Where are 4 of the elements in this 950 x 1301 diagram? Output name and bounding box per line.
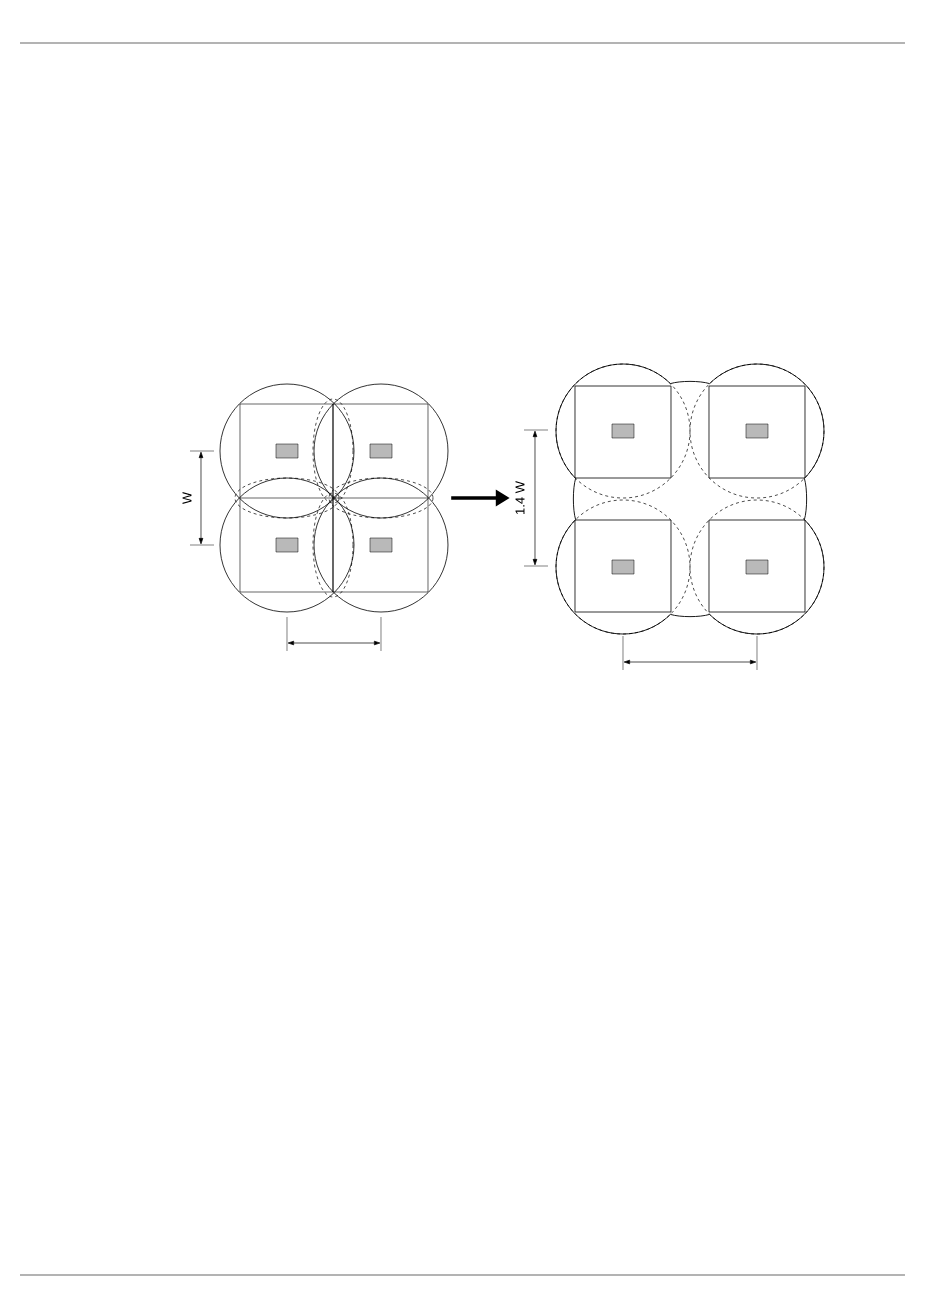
- cell-layout-drawing: [182, 383, 449, 613]
- cell-layout-drawing: [515, 363, 825, 635]
- dimension-label: W: [182, 491, 192, 505]
- dimension-label: 1.4 W: [515, 481, 525, 514]
